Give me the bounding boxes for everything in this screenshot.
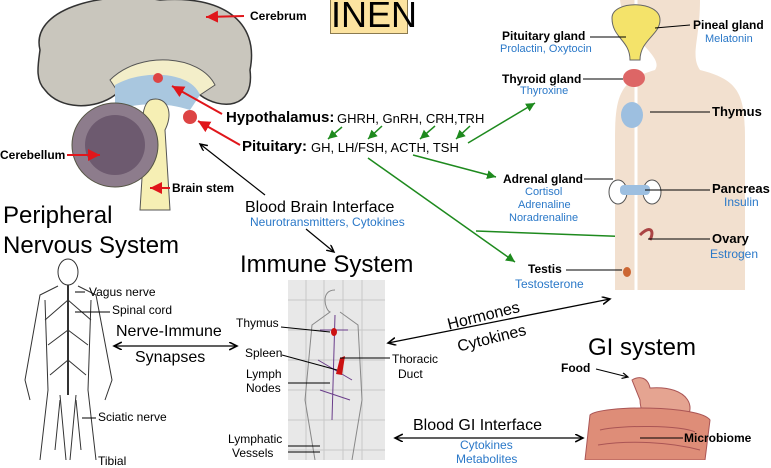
thoracic-label: Thoracic [392,352,439,366]
pituitary-hormones: GH, LH/FSH, ACTH, TSH [311,140,459,155]
spleen-label: Spleen [245,346,283,360]
lymph-label: Lymph [246,367,282,381]
cortisol-label: Cortisol [525,186,563,198]
pituitary-gland-label: Pituitary gland [502,29,586,43]
pineal-gland-hormones: Melatonin [705,33,753,45]
pituitary-label: Pituitary: [242,138,308,155]
hypothalamus-hormones: GHRH, GnRH, CRH,TRH [337,111,485,126]
food-label: Food [561,361,591,375]
sciatic-nerve-label: Sciatic nerve [98,410,167,424]
synapses-label: Synapses [135,349,206,366]
endocrine-body-illustration [608,0,745,290]
thyroid-gland-hormones: Thyroxine [520,85,569,97]
microbiome-label: Microbiome [684,431,752,445]
gi-cytokines-label: Cytokines [460,438,513,452]
nodes-label: Nodes [246,381,281,395]
gi-system-illustration [584,377,711,460]
pancreas-label: Pancreas [712,181,770,196]
thyroid-gland-label: Thyroid gland [502,72,582,86]
peripheral-title-2: Nervous System [3,232,180,259]
peripheral-title-1: Peripheral [3,202,113,229]
testis-label: Testis [528,262,562,276]
gi-system-title: GI system [588,334,697,361]
cerebellum-label: Cerebellum [0,148,66,162]
hypothalamus-label: Hypothalamus: [226,109,335,126]
vessels-label: Vessels [232,446,274,460]
pituitary-gland-hormones: Prolactin, Oxytocin [500,43,592,55]
brain-illustration [37,0,253,211]
vagus-nerve-label: Vagus nerve [89,285,156,299]
thymus-endocrine-label: Thymus [712,104,762,119]
cerebrum-label: Cerebrum [250,9,307,23]
gi-metabolites-label: Metabolites [456,452,518,466]
noradrenaline-label: Noradrenaline [509,212,579,224]
estrogen-label: Estrogen [710,247,759,261]
brain-stem-label: Brain stem [172,181,235,195]
lymphatic-label: Lymphatic [228,432,283,446]
inen-title-box: INEN [330,0,417,34]
blood-brain-interface-subtitle: Neurotransmitters, Cytokines [250,215,405,229]
blood-brain-interface-title: Blood Brain Interface [245,199,395,216]
blood-gi-interface-title: Blood GI Interface [413,417,542,434]
immune-system-title: Immune System [240,251,414,278]
adrenal-gland-label: Adrenal gland [503,172,584,186]
testosterone-label: Testosterone [515,277,584,291]
pineal-gland-label: Pineal gland [693,18,764,32]
adrenaline-label: Adrenaline [518,199,571,211]
insulin-label: Insulin [724,195,759,209]
tibial-label: Tibial [98,454,127,468]
nervous-system-body-illustration [24,258,113,460]
ovary-label: Ovary [712,231,749,246]
thymus-immune-label: Thymus [236,316,279,330]
nerve-immune-label: Nerve-Immune [116,323,222,340]
spinal-cord-label: Spinal cord [112,303,173,317]
duct-label: Duct [398,367,423,381]
